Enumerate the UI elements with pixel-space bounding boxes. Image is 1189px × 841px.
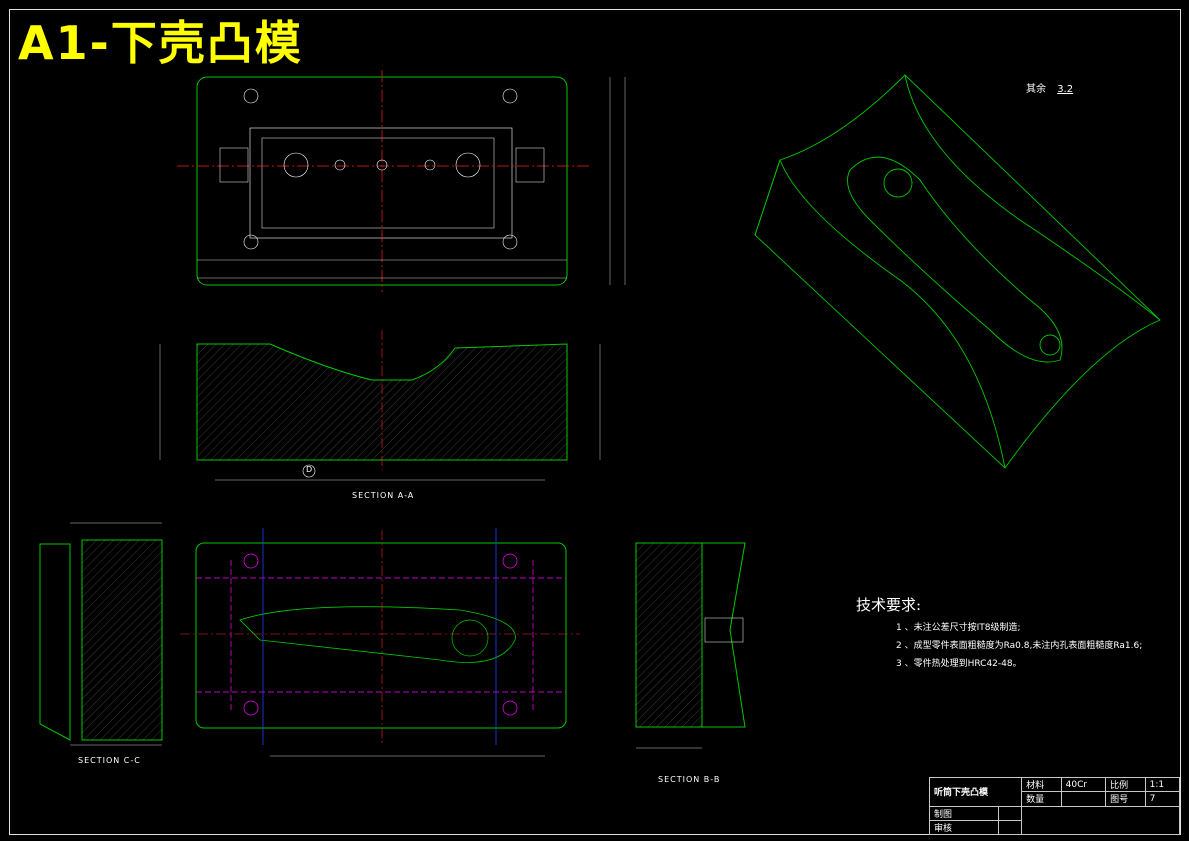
roughness-note: 其余 3.2 xyxy=(1026,80,1073,95)
scale-value: 1:1 xyxy=(1144,776,1181,793)
roughness-note-label: 其余 xyxy=(1026,84,1046,95)
section-bb-view xyxy=(635,542,746,749)
top-view xyxy=(177,70,626,292)
material-value: 40Cr xyxy=(1060,776,1107,793)
drawing-no-value: 7 xyxy=(1144,791,1181,807)
tech-requirement-item: 1 、未注公差尺寸按IT8级制造; xyxy=(896,623,1021,633)
drawing-frame xyxy=(9,9,1181,835)
datum-d-label: D xyxy=(306,465,313,474)
tech-requirement-item: 2 、成型零件表面粗糙度为Ra0.8,未注内孔表面粗糙度Ra1.6; xyxy=(896,641,1143,651)
bottom-plan-view xyxy=(180,528,580,757)
quantity-label: 数量 xyxy=(1021,791,1062,807)
drawn-by-value xyxy=(998,805,1023,821)
tech-requirements: 技术要求: 1 、未注公差尺寸按IT8级制造; 2 、成型零件表面粗糙度为Ra0… xyxy=(856,594,1142,669)
checked-by-label: 审核 xyxy=(928,819,1000,836)
tech-requirement-item: 3 、零件热处理到HRC42-48。 xyxy=(896,659,1022,669)
section-aa-label: SECTION A-A xyxy=(352,491,415,500)
material-label: 材料 xyxy=(1021,776,1062,793)
title-block: 听筒下壳凸模 材料 40Cr 比例 1:1 数量 图号 7 制图 审核 xyxy=(928,776,1181,836)
title-block-blank xyxy=(1021,805,1180,835)
quantity-value xyxy=(1060,791,1107,807)
section-cc-label: SECTION C-C xyxy=(78,756,141,765)
tech-requirements-title: 技术要求: xyxy=(856,596,922,614)
section-cc-view xyxy=(39,522,163,746)
section-bb-label: SECTION B-B xyxy=(658,775,721,784)
section-aa-view xyxy=(159,330,601,481)
checked-by-value xyxy=(998,819,1023,836)
roughness-value: 3.2 xyxy=(1057,84,1074,95)
scale-label: 比例 xyxy=(1105,776,1146,793)
part-name: 听筒下壳凸模 xyxy=(928,777,1023,807)
isometric-view xyxy=(754,74,1161,469)
drawing-title: A1-下壳凸模 xyxy=(18,16,303,70)
drawn-by-label: 制图 xyxy=(928,805,1000,821)
drawing-no-label: 图号 xyxy=(1105,791,1146,807)
